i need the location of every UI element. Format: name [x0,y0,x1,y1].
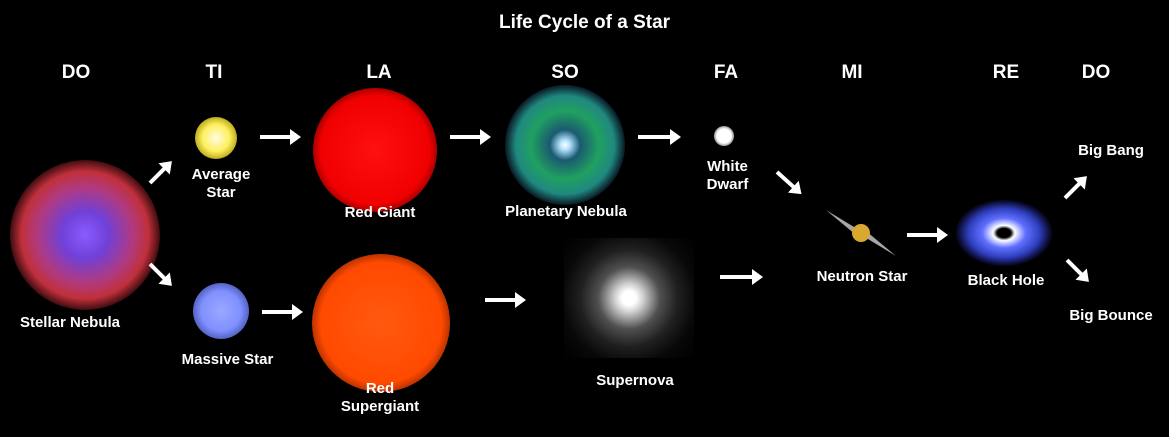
note-do-2: DO [1081,62,1111,83]
arrow-black-hole-to-big-bang [1063,181,1082,200]
note-do-1: DO [61,62,91,83]
white-dwarf-image [714,126,734,146]
red-giant-label: Red Giant [344,204,416,221]
arrow-nebula-to-massive-star [148,262,167,281]
big-bounce-label: Big Bounce [1069,307,1153,324]
arrow-red-supergiant-to-supernova [485,292,526,308]
arrow-massive-star-to-red-supergiant [262,304,303,320]
note-ti: TI [205,62,223,83]
arrow-planetary-nebula-to-white-dwarf [638,129,681,145]
arrow-black-hole-to-big-bounce [1065,258,1084,277]
average-star-image [195,117,237,159]
arrow-nebula-to-average-star [148,166,167,185]
big-bang-label: Big Bang [1078,142,1144,159]
massive-star-image [193,283,249,339]
arrow-average-star-to-red-giant [260,129,301,145]
arrow-red-giant-to-planetary-nebula [450,129,491,145]
note-fa: FA [713,62,739,83]
black-hole-image [956,200,1052,266]
diagram-title: Life Cycle of a Star [498,12,671,33]
red-supergiant-label: Red Supergiant [340,380,420,415]
neutron-star-label: Neutron Star [816,268,908,285]
massive-star-label: Massive Star [181,351,274,368]
arrow-white-dwarf-to-neutron-star [775,170,797,190]
note-so: SO [551,62,579,83]
note-la: LA [366,62,392,83]
red-giant-image [313,88,437,212]
stellar-nebula-image [10,160,160,310]
red-supergiant-image [312,254,450,392]
note-mi: MI [841,62,863,83]
arrow-neutron-star-to-black-hole [907,227,948,243]
supernova-image [564,238,694,358]
neutron-star-image [826,210,896,256]
planetary-nebula-image [505,85,625,205]
stellar-nebula-label: Stellar Nebula [19,314,121,331]
arrow-supernova-to-neutron-star [720,269,763,285]
black-hole-label: Black Hole [967,272,1045,289]
average-star-label: Average Star [191,166,251,201]
white-dwarf-label: White Dwarf [706,158,749,193]
planetary-nebula-label: Planetary Nebula [505,203,627,220]
note-re: RE [992,62,1020,83]
supernova-label: Supernova [596,372,674,389]
